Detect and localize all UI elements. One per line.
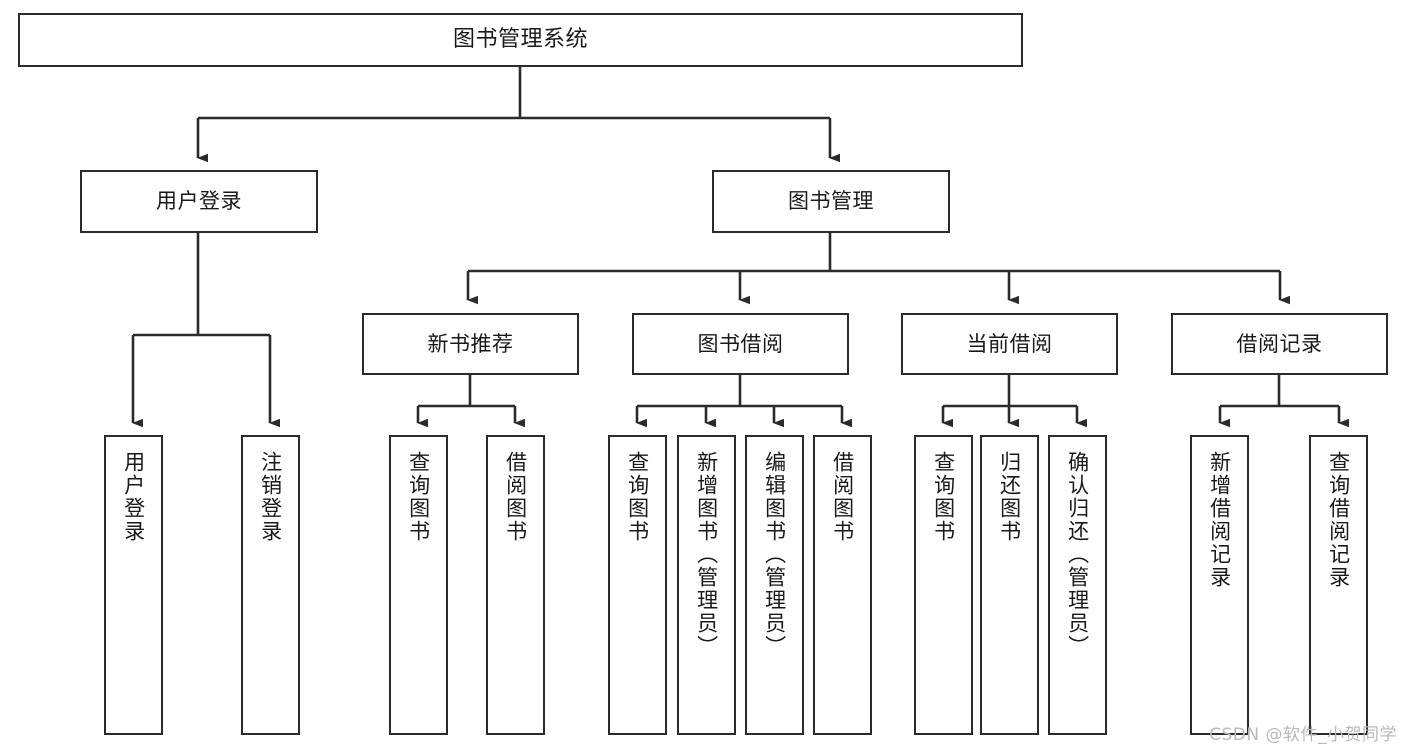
node-leaf-return-book[interactable]: 归还图书 xyxy=(980,435,1039,735)
node-book-manage[interactable]: 图书管理 xyxy=(712,170,950,233)
node-leaf-query-book-current[interactable]: 查询图书 xyxy=(914,435,973,735)
node-label: 图书管理系统 xyxy=(452,27,588,53)
node-leaf-borrow-book-rec[interactable]: 借阅图书 xyxy=(486,435,545,735)
node-label: 注销登录 xyxy=(258,451,283,543)
node-borrow-record[interactable]: 借阅记录 xyxy=(1171,313,1388,375)
node-label: 新增图书（管理员） xyxy=(694,451,719,658)
node-label: 用户登录 xyxy=(121,451,146,543)
node-leaf-add-borrow-record[interactable]: 新增借阅记录 xyxy=(1190,435,1249,735)
node-label: 用户登录 xyxy=(156,189,242,214)
watermark-text: CSDN @软件_小贺同学 xyxy=(1209,725,1397,745)
node-label: 图书借阅 xyxy=(697,331,784,356)
node-label: 查询图书 xyxy=(406,451,431,543)
node-label: 借阅记录 xyxy=(1236,331,1323,356)
node-leaf-borrow-book[interactable]: 借阅图书 xyxy=(813,435,872,735)
node-leaf-confirm-return-admin[interactable]: 确认归还（管理员） xyxy=(1048,435,1107,735)
node-leaf-query-book-borrow[interactable]: 查询图书 xyxy=(608,435,667,735)
node-label: 查询借阅记录 xyxy=(1326,451,1351,589)
node-label: 当前借阅 xyxy=(966,331,1053,356)
node-leaf-logout[interactable]: 注销登录 xyxy=(241,435,300,735)
node-current-borrow[interactable]: 当前借阅 xyxy=(901,313,1118,375)
node-label: 借阅图书 xyxy=(503,451,528,543)
node-leaf-query-book-rec[interactable]: 查询图书 xyxy=(389,435,448,735)
node-leaf-query-borrow-record[interactable]: 查询借阅记录 xyxy=(1309,435,1368,735)
node-label: 查询图书 xyxy=(931,451,956,543)
node-root-system[interactable]: 图书管理系统 xyxy=(18,13,1023,67)
node-label: 查询图书 xyxy=(625,451,650,543)
node-user-login[interactable]: 用户登录 xyxy=(80,170,318,233)
node-leaf-add-book-admin[interactable]: 新增图书（管理员） xyxy=(677,435,736,735)
node-label: 新书推荐 xyxy=(427,331,514,356)
node-new-book-recommend[interactable]: 新书推荐 xyxy=(362,313,579,375)
node-leaf-edit-book-admin[interactable]: 编辑图书（管理员） xyxy=(745,435,804,735)
node-label: 确认归还（管理员） xyxy=(1065,451,1090,658)
node-label: 编辑图书（管理员） xyxy=(762,451,787,658)
node-label: 新增借阅记录 xyxy=(1207,451,1232,589)
node-label: 借阅图书 xyxy=(830,451,855,543)
node-label: 归还图书 xyxy=(997,451,1022,543)
node-book-borrow[interactable]: 图书借阅 xyxy=(632,313,849,375)
node-label: 图书管理 xyxy=(788,189,874,214)
node-leaf-user-login[interactable]: 用户登录 xyxy=(104,435,163,735)
